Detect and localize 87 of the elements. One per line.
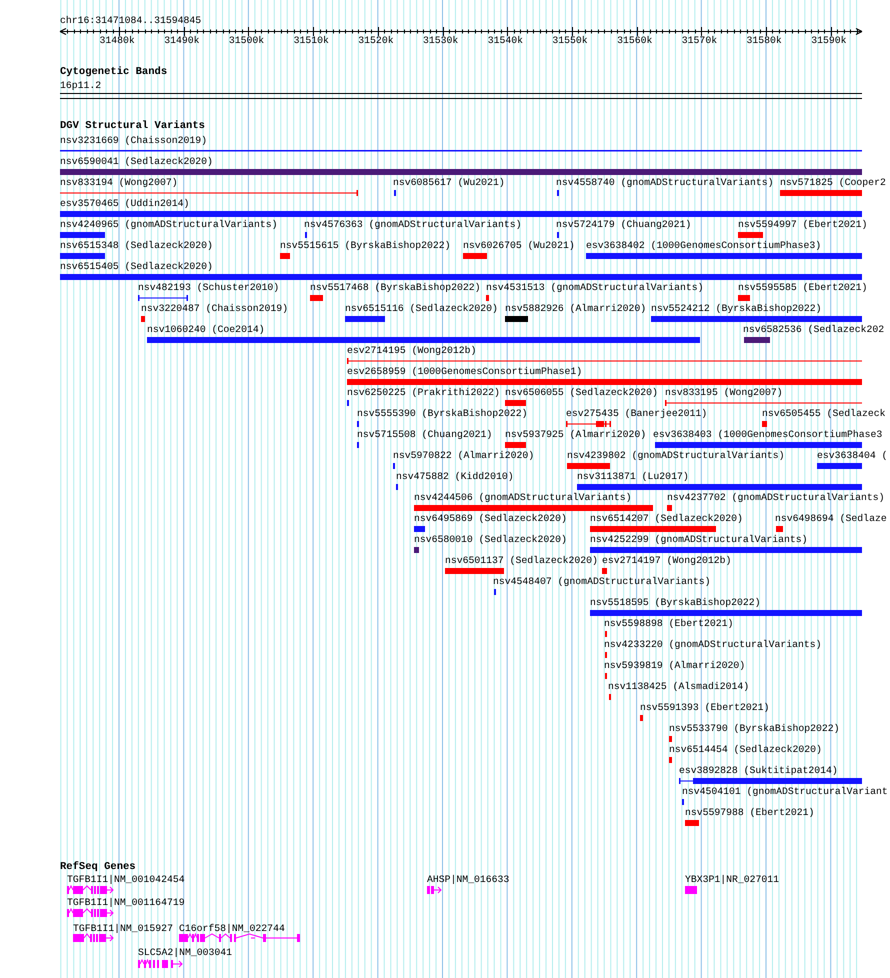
variant-label: esv3638404 ( <box>817 450 888 461</box>
variant-label: nsv4576363 (gnomADStructuralVariants) <box>304 219 522 230</box>
variant-label: nsv4531513 (gnomADStructuralVariants) <box>486 282 704 293</box>
variant-label: nsv4558740 (gnomADStructuralVariants) <box>556 177 774 188</box>
variant-label: nsv5555390 (ByrskaBishop2022) <box>357 408 528 419</box>
variant-label: nsv3113871 (Lu2017) <box>577 471 689 482</box>
tick-label: 31500k <box>228 35 264 46</box>
tick-label: 31520k <box>358 35 394 46</box>
variant-label: nsv5724179 (Chuang2021) <box>556 219 692 230</box>
tick-label: 31540k <box>488 35 523 46</box>
tick-label: 31570k <box>682 35 718 46</box>
gene-label: TGFB1I1|NM_015927 <box>73 923 173 934</box>
variant-label: nsv5939819 (Almarri2020) <box>604 660 746 671</box>
variant-label: esv3638403 (1000GenomesConsortiumPhase3 <box>653 429 882 440</box>
variant-label: nsv4237702 (gnomADStructuralVariants) <box>667 492 885 503</box>
variant-label: nsv5970822 (Almarri2020) <box>393 450 534 461</box>
variant-label: nsv3231669 (Chaisson2019) <box>60 135 207 146</box>
variant-label: nsv6590041 (Sedlazeck2020) <box>60 156 213 167</box>
tick-label: 31510k <box>294 35 329 46</box>
variant-label: nsv4240965 (gnomADStructuralVariants) <box>60 219 278 230</box>
variant-label: nsv5591393 (Ebert2021) <box>640 702 770 713</box>
variant-label: nsv6506055 (Sedlazeck2020) <box>505 387 658 398</box>
variant-label: nsv5517468 (ByrskaBishop2022) <box>310 282 480 293</box>
variant-label: nsv5598898 (Ebert2021) <box>604 618 734 629</box>
variant-label: esv3892828 (Suktitipat2014) <box>679 765 838 776</box>
tick-label: 31480k <box>100 35 135 46</box>
variant-label: nsv4239802 (gnomADStructuralVariants) <box>567 450 785 461</box>
variant-label: nsv6250225 (Prakrithi2022) <box>347 387 500 398</box>
gene-label: AHSP|NM_016633 <box>427 874 510 885</box>
locus-label: chr16:31471084..31594845 <box>60 15 202 26</box>
variant-label: nsv5524212 (ByrskaBishop2022) <box>651 303 822 314</box>
track-title: RefSeq Genes <box>60 862 136 873</box>
variant-label: nsv6514207 (Sedlazeck2020) <box>590 513 743 524</box>
variant-label: esv2714197 (Wong2012b) <box>602 555 732 566</box>
variant-label: nsv5882926 (Almarri2020) <box>505 303 646 314</box>
variant-label: nsv4548407 (gnomADStructuralVariants) <box>493 576 711 587</box>
variant-label: nsv6495869 (Sedlazeck2020) <box>414 513 567 524</box>
variant-label: esv3570465 (Uddin2014) <box>60 198 190 209</box>
track-title: DGV Structural Variants <box>60 121 205 132</box>
variant-label: esv275435 (Banerjee2011) <box>566 408 708 419</box>
variant-label: nsv6515116 (Sedlazeck2020) <box>345 303 498 314</box>
variant-label: nsv4233220 (gnomADStructuralVariants) <box>604 639 822 650</box>
variant-label: nsv3220487 (Chaisson2019) <box>141 303 288 314</box>
variant-label: nsv5515615 (ByrskaBishop2022) <box>280 240 450 251</box>
variant-label: nsv4244506 (gnomADStructuralVariants) <box>414 492 632 503</box>
variant-label: nsv5595585 (Ebert2021) <box>738 282 868 293</box>
variant-label: nsv6085617 (Wu2021) <box>393 177 505 188</box>
tick-label: 31580k <box>746 35 782 46</box>
variant-label: nsv5533790 (ByrskaBishop2022) <box>669 723 840 734</box>
tick-label: 31560k <box>617 35 652 46</box>
variant-label: nsv6515348 (Sedlazeck2020) <box>60 240 213 251</box>
variant-label: nsv6505455 (Sedlazeck <box>762 408 886 419</box>
variant-label: esv3638402 (1000GenomesConsortiumPhase3) <box>586 240 822 251</box>
variant-label: nsv5597988 (Ebert2021) <box>685 807 814 818</box>
variant-label: nsv1060240 (Coe2014) <box>147 324 265 335</box>
variant-label: nsv4504101 (gnomADStructuralVariant <box>682 786 888 797</box>
variant-label: nsv6026705 (Wu2021) <box>463 240 575 251</box>
variant-label: nsv5937925 (Almarri2020) <box>505 429 646 440</box>
variant-label: esv2658959 (1000GenomesConsortiumPhase1) <box>347 366 582 377</box>
variant-label: nsv1138425 (Alsmadi2014) <box>608 681 750 692</box>
variant-label: nsv5594997 (Ebert2021) <box>738 219 868 230</box>
gene-label: YBX3P1|NR_027011 <box>685 874 780 885</box>
variant-label: nsv6514454 (Sedlazeck2020) <box>669 744 822 755</box>
variant-label: nsv4252299 (gnomADStructuralVariants) <box>590 534 808 545</box>
variant-label: esv2714195 (Wong2012b) <box>347 345 476 356</box>
variant-label: nsv5715508 (Chuang2021) <box>357 429 492 440</box>
tick-label: 31490k <box>164 35 200 46</box>
variant-label: nsv5518595 (ByrskaBishop2022) <box>590 597 760 608</box>
gene-label: TGFB1I1|NM_001042454 <box>67 874 185 885</box>
gene-label: SLC5A2|NM_003041 <box>138 947 232 958</box>
variant-label: nsv475882 (Kidd2010) <box>396 471 514 482</box>
variant-label: nsv6582536 (Sedlazeck202 <box>743 324 884 335</box>
variant-label: nsv571825 (Cooper2 <box>780 177 886 188</box>
band-label: 16p11.2 <box>60 80 102 91</box>
variant-label: nsv833195 (Wong2007) <box>665 387 783 398</box>
variant-label: nsv6498694 (Sedlaze <box>775 513 887 524</box>
tick-label: 31530k <box>423 35 458 46</box>
variant-label: nsv482193 (Schuster2010) <box>138 282 280 293</box>
tick-label: 31550k <box>552 35 588 46</box>
variant-label: nsv6580010 (Sedlazeck2020) <box>414 534 567 545</box>
tick-label: 31590k <box>811 35 846 46</box>
gene-label: C16orf58|NM_022744 <box>179 923 285 934</box>
gene-label: TGFB1I1|NM_001164719 <box>67 897 185 908</box>
variant-label: nsv6501137 (Sedlazeck2020) <box>445 555 598 566</box>
variant-label: nsv833194 (Wong2007) <box>60 177 178 188</box>
track-title: Cytogenetic Bands <box>60 67 168 78</box>
variant-label: nsv6515405 (Sedlazeck2020) <box>60 261 213 272</box>
